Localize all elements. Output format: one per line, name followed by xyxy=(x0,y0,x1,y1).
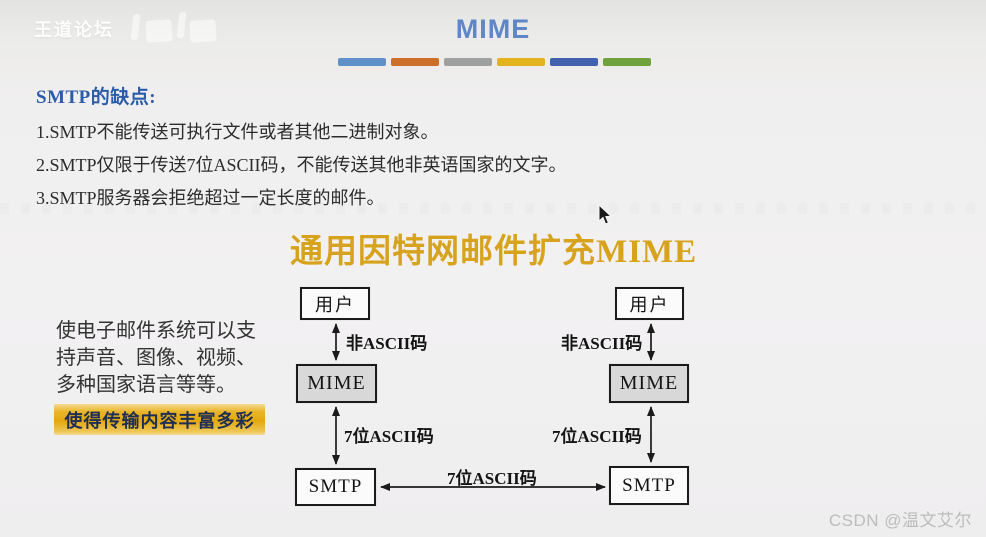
diagram-box-user-right: 用户 xyxy=(615,287,684,320)
diagram-box-mime-left: MIME xyxy=(296,364,377,403)
faint-watermark-band xyxy=(0,203,986,214)
mime-benefit-text: 使电子邮件系统可以支 持声音、图像、视频、 多种国家语言等等。 xyxy=(56,318,274,399)
mime-benefit-line-2: 持声音、图像、视频、 xyxy=(56,347,256,369)
smtp-drawbacks-section: SMTP的缺点: 1.SMTP不能传送可执行文件或者其他二进制对象。 2.SMT… xyxy=(36,82,736,215)
mime-benefit-line-1: 使电子邮件系统可以支 xyxy=(56,320,256,342)
mime-benefit-line-3: 多种国家语言等等。 xyxy=(56,374,236,396)
diagram-box-smtp-right: SMTP xyxy=(609,466,689,505)
accent-bar-4 xyxy=(497,58,545,66)
label-non-ascii-left: 非ASCII码 xyxy=(346,334,428,353)
accent-bar-3 xyxy=(444,58,492,66)
accent-bar-1 xyxy=(338,58,386,66)
smtp-point-1: 1.SMTP不能传送可执行文件或者其他二进制对象。 xyxy=(36,122,439,142)
highlight-banner: 使得传输内容丰富多彩 xyxy=(54,404,265,435)
accent-bar-5 xyxy=(550,58,598,66)
label-non-ascii-right: 非ASCII码 xyxy=(561,334,643,353)
label-ascii7-left: 7位ASCII码 xyxy=(344,427,434,446)
page-title: MIME xyxy=(455,14,531,44)
accent-bar-2 xyxy=(391,58,439,66)
mime-section-title: 通用因特网邮件扩充MIME xyxy=(290,234,698,270)
smtp-point-2: 2.SMTP仅限于传送7位ASCII码，不能传送其他非英语国家的文字。 xyxy=(36,155,567,175)
accent-bars xyxy=(338,58,651,66)
label-ascii7-middle: 7位ASCII码 xyxy=(447,469,537,488)
diagram-box-user-left: 用户 xyxy=(300,287,370,320)
highlight-banner-text: 使得传输内容丰富多彩 xyxy=(64,410,255,431)
mouse-cursor-icon xyxy=(598,205,613,225)
smtp-drawbacks-heading: SMTP的缺点: xyxy=(36,87,157,108)
label-ascii7-right: 7位ASCII码 xyxy=(552,427,642,446)
smtp-point-3: 3.SMTP服务器会拒绝超过一定长度的邮件。 xyxy=(36,188,385,208)
watermark-csdn: CSDN @温文艾尔 xyxy=(828,511,972,530)
diagram-box-mime-right: MIME xyxy=(609,364,689,403)
watermark-wangdao: 王道论坛 xyxy=(34,20,114,40)
accent-bar-6 xyxy=(603,58,651,66)
diagram-box-smtp-left: SMTP xyxy=(295,468,376,506)
